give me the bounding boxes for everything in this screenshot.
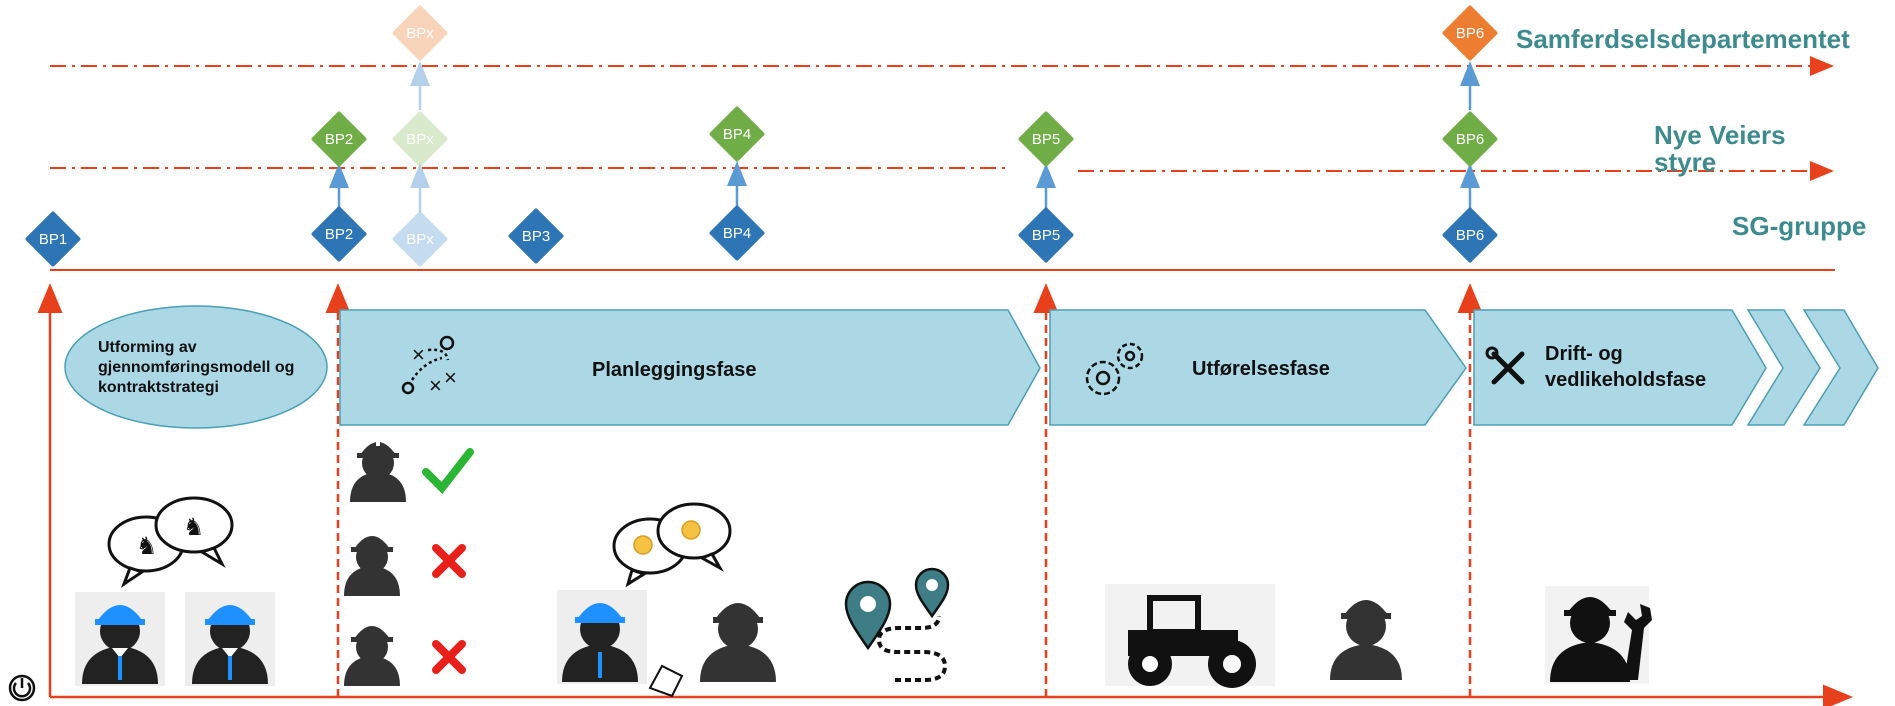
worker-rejected-icon-1 xyxy=(344,536,400,596)
milestone-bpx-styre: BPx xyxy=(392,111,448,167)
svg-text:BP5: BP5 xyxy=(1032,227,1060,244)
speech-bubble-idea-icon xyxy=(612,502,732,588)
svg-text:BP2: BP2 xyxy=(325,226,353,243)
level-label-samferdselsdepartementet: Samferdselsdepartementet xyxy=(1516,24,1850,54)
strategy-ellipse xyxy=(64,305,328,429)
cross-icon-1 xyxy=(432,544,466,578)
gears-icon xyxy=(1085,342,1144,396)
cross-icon-2 xyxy=(432,640,466,674)
phase-chevron-operation xyxy=(1473,309,1767,426)
svg-text:BP1: BP1 xyxy=(39,231,67,248)
phase-chevron-extra-1 xyxy=(1746,309,1821,426)
phase-chevron-execution xyxy=(1049,309,1467,426)
milestone-bpx-dept: BPx xyxy=(392,5,448,61)
phase-label-operation: Drift- og vedlikeholdsfase xyxy=(1545,343,1707,391)
wrench-screwdriver-icon xyxy=(1485,346,1525,385)
check-icon xyxy=(422,448,474,495)
level-label-nye-veiers-styre: Nye Veiers styre xyxy=(1654,120,1786,177)
svg-text:BP4: BP4 xyxy=(723,126,751,143)
engineer-blue-helmet-icon-2 xyxy=(185,592,275,686)
milestone-bp5-sg: BP5 xyxy=(1018,207,1074,263)
strategy-ellipse-text: Utforming av gjennomføringsmodell og kon… xyxy=(98,339,295,396)
milestone-bp5-styre: BP5 xyxy=(1018,111,1074,167)
phase-chevron-planning xyxy=(339,309,1041,426)
svg-text:×: × xyxy=(444,365,457,390)
worker-execution-icon xyxy=(1330,600,1402,680)
svg-text:BP2: BP2 xyxy=(325,131,353,148)
svg-text:BP6: BP6 xyxy=(1456,25,1484,42)
svg-text:BP6: BP6 xyxy=(1456,131,1484,148)
milestone-bp3-sg: BP3 xyxy=(508,208,564,264)
svg-text:BPx: BPx xyxy=(406,131,434,148)
svg-text:BP5: BP5 xyxy=(1032,131,1060,148)
milestone-bp6-styre: BP6 xyxy=(1442,111,1498,167)
route-map-pin-icon xyxy=(844,567,950,682)
milestone-bp4-styre: BP4 xyxy=(709,106,765,162)
svg-text:BP3: BP3 xyxy=(522,228,550,245)
milestone-bp1-sg: BP1 xyxy=(25,211,81,267)
svg-text:BPx: BPx xyxy=(406,25,434,42)
milestones-sg-level: BP1 BP2 BPx BP3 BP4 BP5 BP6 xyxy=(25,205,1498,267)
engineer-handshake-icon xyxy=(557,590,776,698)
level-label-sg-gruppe: SG-gruppe xyxy=(1732,211,1867,241)
phase-label-planning: Planleggingsfase xyxy=(592,359,757,381)
svg-text:BP6: BP6 xyxy=(1456,227,1484,244)
milestone-bp6-sg: BP6 xyxy=(1442,207,1498,263)
svg-text:BP4: BP4 xyxy=(723,225,751,242)
strategy-play-icon: × × × xyxy=(401,335,457,398)
milestone-connectors xyxy=(329,61,1480,212)
svg-text:BPx: BPx xyxy=(406,231,434,248)
milestones-styre-level: BP2 BPx BP4 BP5 BP6 xyxy=(311,106,1498,167)
svg-text:×: × xyxy=(412,342,425,367)
road-roller-icon xyxy=(1105,584,1275,688)
milestone-bp4-sg: BP4 xyxy=(709,205,765,261)
milestone-bpx-sg: BPx xyxy=(392,211,448,267)
svg-text:♞: ♞ xyxy=(183,513,205,541)
phase-label-execution: Utførelsesfase xyxy=(1192,358,1330,380)
power-icon xyxy=(8,674,36,702)
engineer-blue-helmet-icon-1 xyxy=(75,592,165,686)
worker-approved-icon xyxy=(350,438,406,502)
milestone-bp2-styre: BP2 xyxy=(311,111,367,167)
svg-text:♞: ♞ xyxy=(136,532,158,560)
milestone-bp6-dept: BP6 xyxy=(1442,5,1498,61)
speech-bubble-chess-icon: ♞ ♞ xyxy=(107,496,234,588)
milestone-bp2-sg: BP2 xyxy=(311,206,367,262)
milestones-dept-level: BPx BP6 xyxy=(392,5,1498,61)
svg-text:×: × xyxy=(429,373,442,398)
worker-rejected-icon-2 xyxy=(344,626,400,686)
phase-chevron-extra-2 xyxy=(1802,309,1879,426)
maintenance-worker-icon xyxy=(1545,586,1652,684)
